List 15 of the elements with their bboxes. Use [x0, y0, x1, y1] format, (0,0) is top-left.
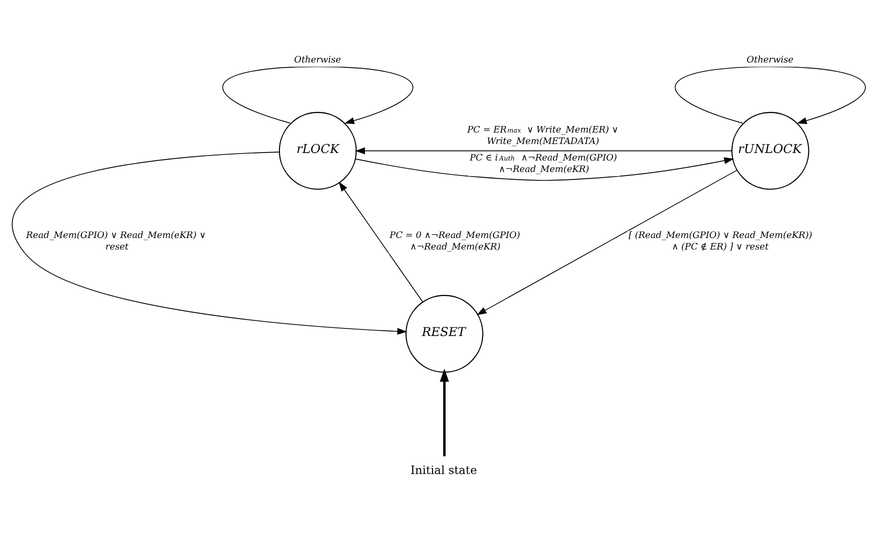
- arrow: [222, 66, 413, 124]
- node-circle: RESET: [405, 294, 484, 372]
- arrow: [354, 156, 734, 180]
- arrow: [675, 66, 866, 124]
- arrow: [338, 181, 424, 302]
- node-text: Initial state: [410, 462, 477, 477]
- arrow: [12, 151, 408, 334]
- arrow: [355, 146, 732, 154]
- arrow: [440, 368, 449, 456]
- edge-label: PC = 0 ∧¬Read_Mem(GPIO) ∧¬Read_Mem(eKR): [390, 230, 520, 252]
- arrow: [476, 169, 738, 315]
- edge-label: Otherwise: [746, 54, 794, 65]
- edge-label: Otherwise: [294, 54, 341, 65]
- edge-label: [ (Read_Mem(GPIO) ∨ Read_Mem(eKR)) ∧ (PC ∉ ER) ] ∨ reset: [628, 230, 812, 252]
- edge-label: Read_Mem(GPIO) ∨ Read_Mem(eKR) ∨ reset: [26, 230, 206, 252]
